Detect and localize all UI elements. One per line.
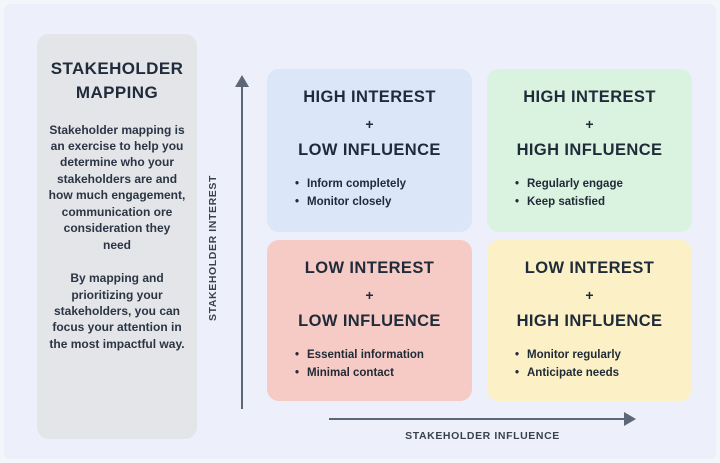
plus-sign: +	[585, 287, 594, 303]
quadrant-heading-line1: HIGH INTEREST	[303, 88, 436, 106]
quadrant-heading-line2: LOW INFLUENCE	[298, 141, 441, 159]
quadrant-high-interest-high-influence: HIGH INTEREST + HIGH INFLUENCE Regularly…	[487, 69, 692, 232]
bullet-item: Minimal contact	[295, 364, 472, 383]
quadrant-heading-line2: HIGH INFLUENCE	[516, 312, 663, 330]
bullet-item: Inform completely	[295, 175, 472, 194]
quadrant-heading-line1: LOW INTEREST	[524, 259, 655, 277]
sidebar-paragraph-1: Stakeholder mapping is an exercise to he…	[48, 122, 186, 252]
plus-sign: +	[365, 116, 374, 132]
bullet-item: Essential information	[295, 346, 472, 365]
quadrant-low-interest-low-influence: LOW INTEREST + LOW INFLUENCE Essential i…	[267, 240, 472, 401]
quadrant-heading-line1: LOW INTEREST	[304, 259, 435, 277]
x-axis-label: STAKEHOLDER INFLUENCE	[405, 430, 560, 442]
sidebar-panel: STAKEHOLDER MAPPING Stakeholder mapping …	[37, 34, 197, 439]
quadrant-heading-line2: LOW INFLUENCE	[298, 312, 441, 330]
x-axis-line	[329, 418, 626, 420]
plus-sign: +	[365, 287, 374, 303]
y-axis-label-container: STAKEHOLDER INTEREST	[196, 86, 230, 409]
bullet-item: Anticipate needs	[515, 364, 692, 383]
page-title: STAKEHOLDER MAPPING	[48, 57, 186, 105]
y-axis-arrow-icon	[235, 75, 249, 87]
quadrant-heading-line1: HIGH INTEREST	[523, 88, 656, 106]
x-axis-arrow-icon	[624, 412, 636, 426]
quadrant-bullet-list: Inform completely Monitor closely	[267, 175, 472, 212]
quadrant-heading-line2: HIGH INFLUENCE	[516, 141, 663, 159]
bullet-item: Regularly engage	[515, 175, 692, 194]
y-axis-line	[241, 86, 243, 409]
quadrant-bullet-list: Regularly engage Keep satisfied	[487, 175, 692, 212]
quadrant-high-interest-low-influence: HIGH INTEREST + LOW INFLUENCE Inform com…	[267, 69, 472, 232]
quadrant-bullet-list: Monitor regularly Anticipate needs	[487, 346, 692, 383]
y-axis-label: STAKEHOLDER INTEREST	[207, 174, 220, 321]
page-title-line2: MAPPING	[75, 82, 159, 102]
page-title-line1: STAKEHOLDER	[50, 59, 184, 78]
bullet-item: Monitor regularly	[515, 346, 692, 365]
bullet-item: Keep satisfied	[515, 193, 692, 212]
quadrant-bullet-list: Essential information Minimal contact	[267, 346, 472, 383]
plus-sign: +	[585, 116, 594, 132]
bullet-item: Monitor closely	[295, 193, 472, 212]
quadrant-low-interest-high-influence: LOW INTEREST + HIGH INFLUENCE Monitor re…	[487, 240, 692, 401]
sidebar-paragraph-2: By mapping and prioritizing your stakeho…	[49, 271, 185, 351]
